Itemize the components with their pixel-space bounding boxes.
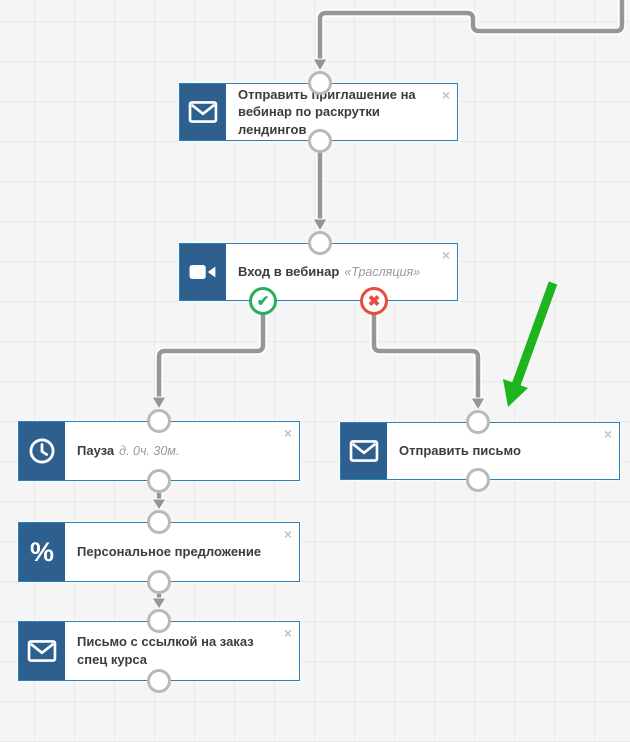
- node-title: Письмо с ссылкой на заказ спец курса: [77, 634, 254, 667]
- node-title: Отправить приглашение на вебинар по раск…: [238, 86, 416, 137]
- node-title: Отправить письмо: [399, 443, 521, 459]
- fail-cross-icon[interactable]: ✖: [360, 287, 388, 315]
- close-icon[interactable]: ×: [283, 526, 292, 542]
- port-out-node6[interactable]: [466, 468, 490, 492]
- envelope-icon: [19, 622, 65, 680]
- node-title: Вход в вебинар«Трасляция»: [238, 264, 421, 280]
- envelope-icon: [180, 84, 226, 140]
- close-icon[interactable]: ×: [603, 426, 612, 442]
- success-check-icon[interactable]: ✔: [249, 287, 277, 315]
- percent-icon: %: [19, 523, 65, 581]
- node-title: Персональное предложение: [77, 544, 262, 560]
- node-personal-offer[interactable]: % Персональное предложение ×: [18, 522, 300, 582]
- port-in-node2[interactable]: [308, 231, 332, 255]
- node-letter-special-course[interactable]: Письмо с ссылкой на заказ спец курса ×: [18, 621, 300, 681]
- port-in-node5[interactable]: [147, 609, 171, 633]
- port-out-node5[interactable]: [147, 669, 171, 693]
- node-send-webinar-invite[interactable]: Отправить приглашение на вебинар по раск…: [179, 83, 458, 141]
- port-in-node3[interactable]: [147, 409, 171, 433]
- envelope-icon: [341, 423, 387, 479]
- port-out-node4[interactable]: [147, 570, 171, 594]
- close-icon[interactable]: ×: [283, 625, 292, 641]
- port-in-node1[interactable]: [308, 71, 332, 95]
- port-out-node3[interactable]: [147, 469, 171, 493]
- port-in-node6[interactable]: [466, 410, 490, 434]
- clock-icon: [19, 422, 65, 480]
- close-icon[interactable]: ×: [283, 425, 292, 441]
- close-icon[interactable]: ×: [441, 87, 450, 103]
- port-in-node4[interactable]: [147, 510, 171, 534]
- close-icon[interactable]: ×: [441, 247, 450, 263]
- port-out-node1[interactable]: [308, 129, 332, 153]
- video-camera-icon: [180, 244, 226, 300]
